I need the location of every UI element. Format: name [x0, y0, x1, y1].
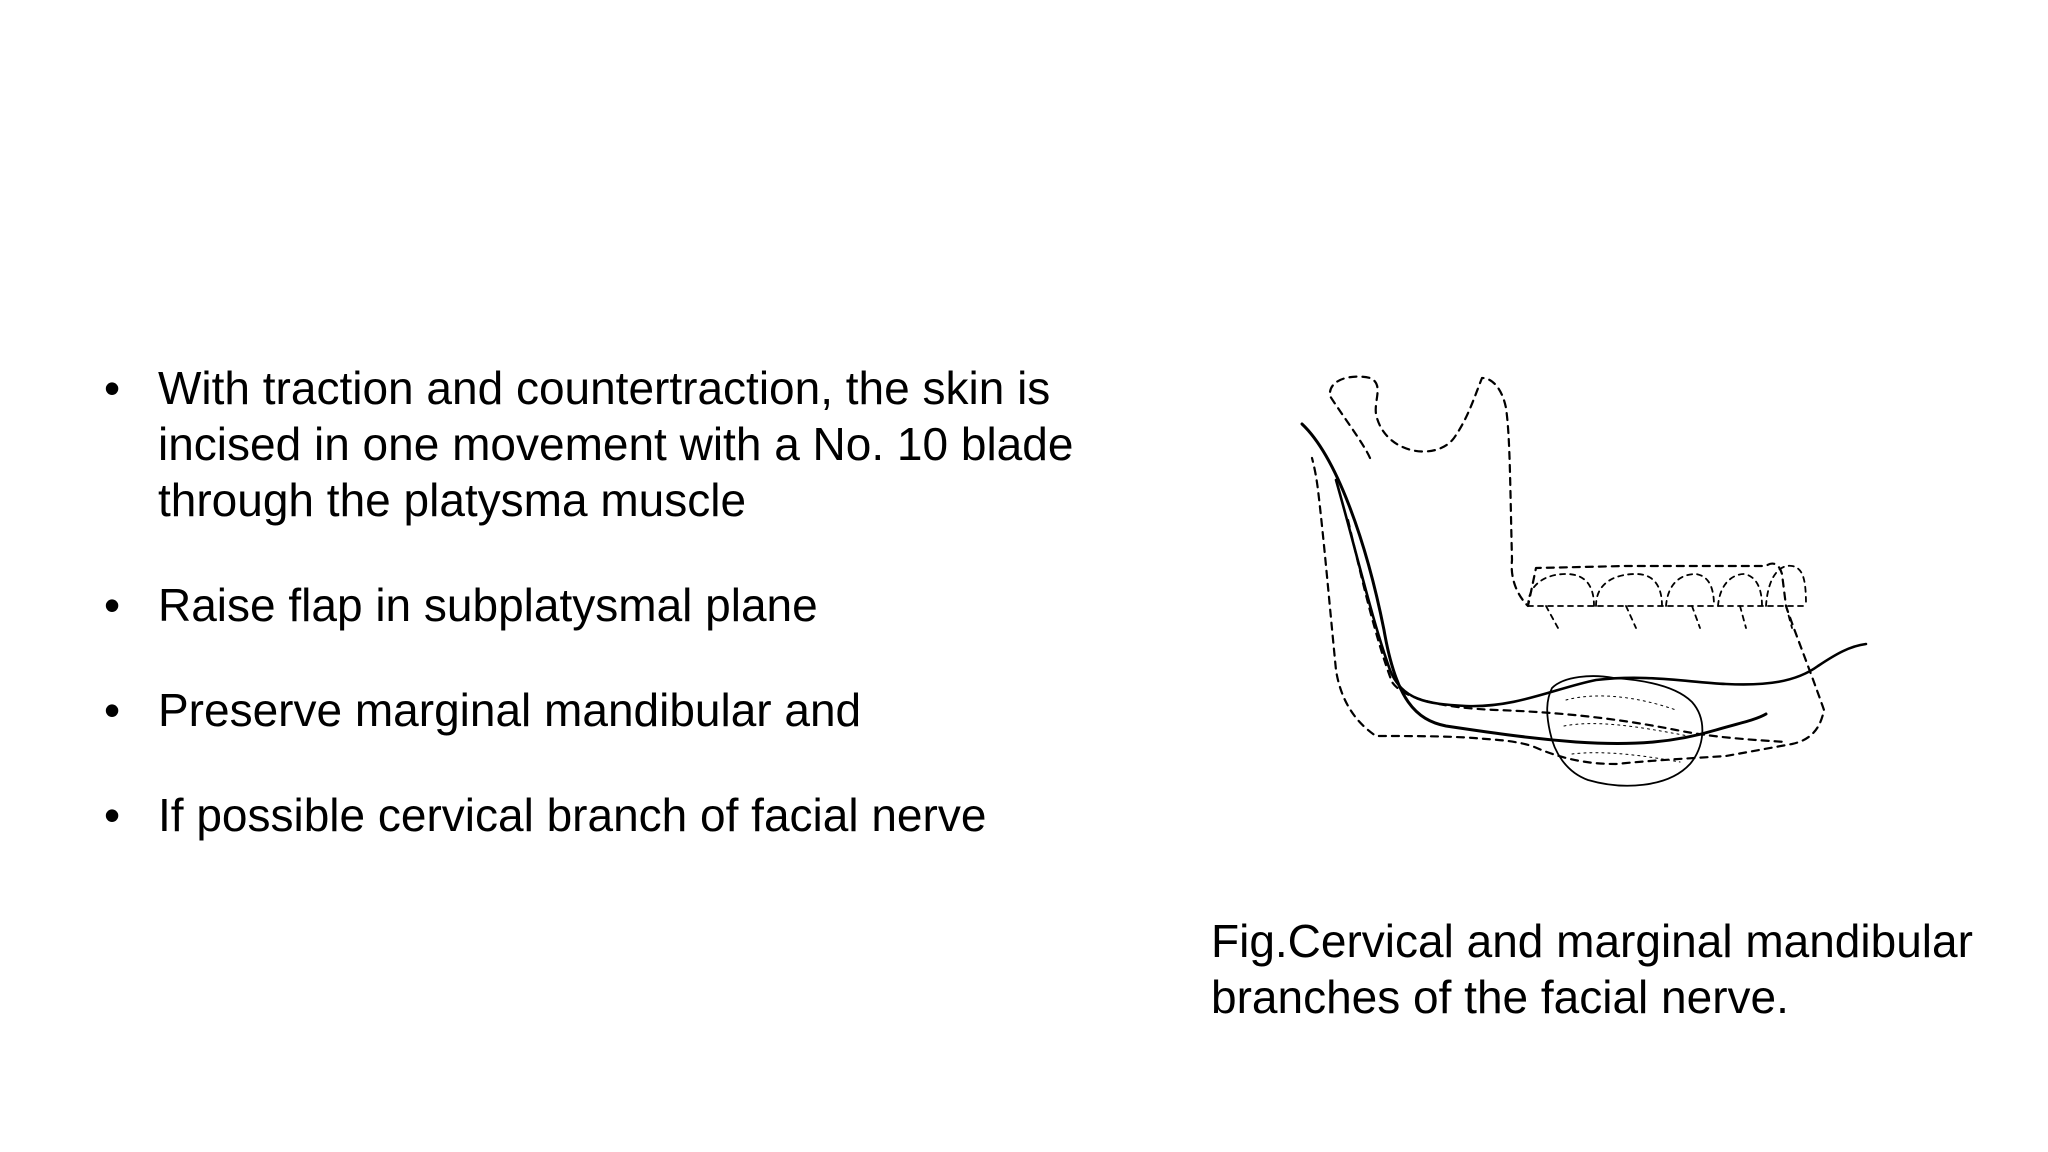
bullet-text: With traction and countertraction, the s… — [158, 362, 1074, 526]
gland-texture — [1563, 695, 1689, 763]
bullet-dot-icon: • — [104, 789, 121, 841]
bullet-dot-icon: • — [104, 684, 121, 736]
bullet-text: Preserve marginal mandibular and — [158, 684, 862, 736]
nerve-dashed-path — [1346, 518, 1788, 744]
bullet-item: • Preserve marginal mandibular and — [100, 682, 1120, 738]
bullet-dot-icon: • — [104, 362, 121, 414]
bullet-item: • Raise flap in subplatysmal plane — [100, 577, 1120, 633]
figure-caption: Fig.Cervical and marginal mandibular bra… — [1211, 915, 1973, 1023]
mandible-outline — [1310, 375, 1826, 766]
mandible-nerve-illustration — [1300, 375, 1868, 787]
bullet-text: Raise flap in subplatysmal plane — [158, 579, 818, 631]
bullet-item: • With traction and countertraction, the… — [100, 360, 1120, 528]
bullet-text: If possible cervical branch of facial ne… — [158, 789, 987, 841]
bullet-dot-icon: • — [104, 579, 121, 631]
gland-outline — [1546, 675, 1704, 787]
cervical-branch — [1300, 422, 1768, 745]
bullet-item: • If possible cervical branch of facial … — [100, 787, 1120, 843]
bullet-list: • With traction and countertraction, the… — [100, 360, 1120, 892]
marginal-mandibular-branch — [1334, 478, 1868, 708]
teeth-outline — [1527, 565, 1809, 629]
